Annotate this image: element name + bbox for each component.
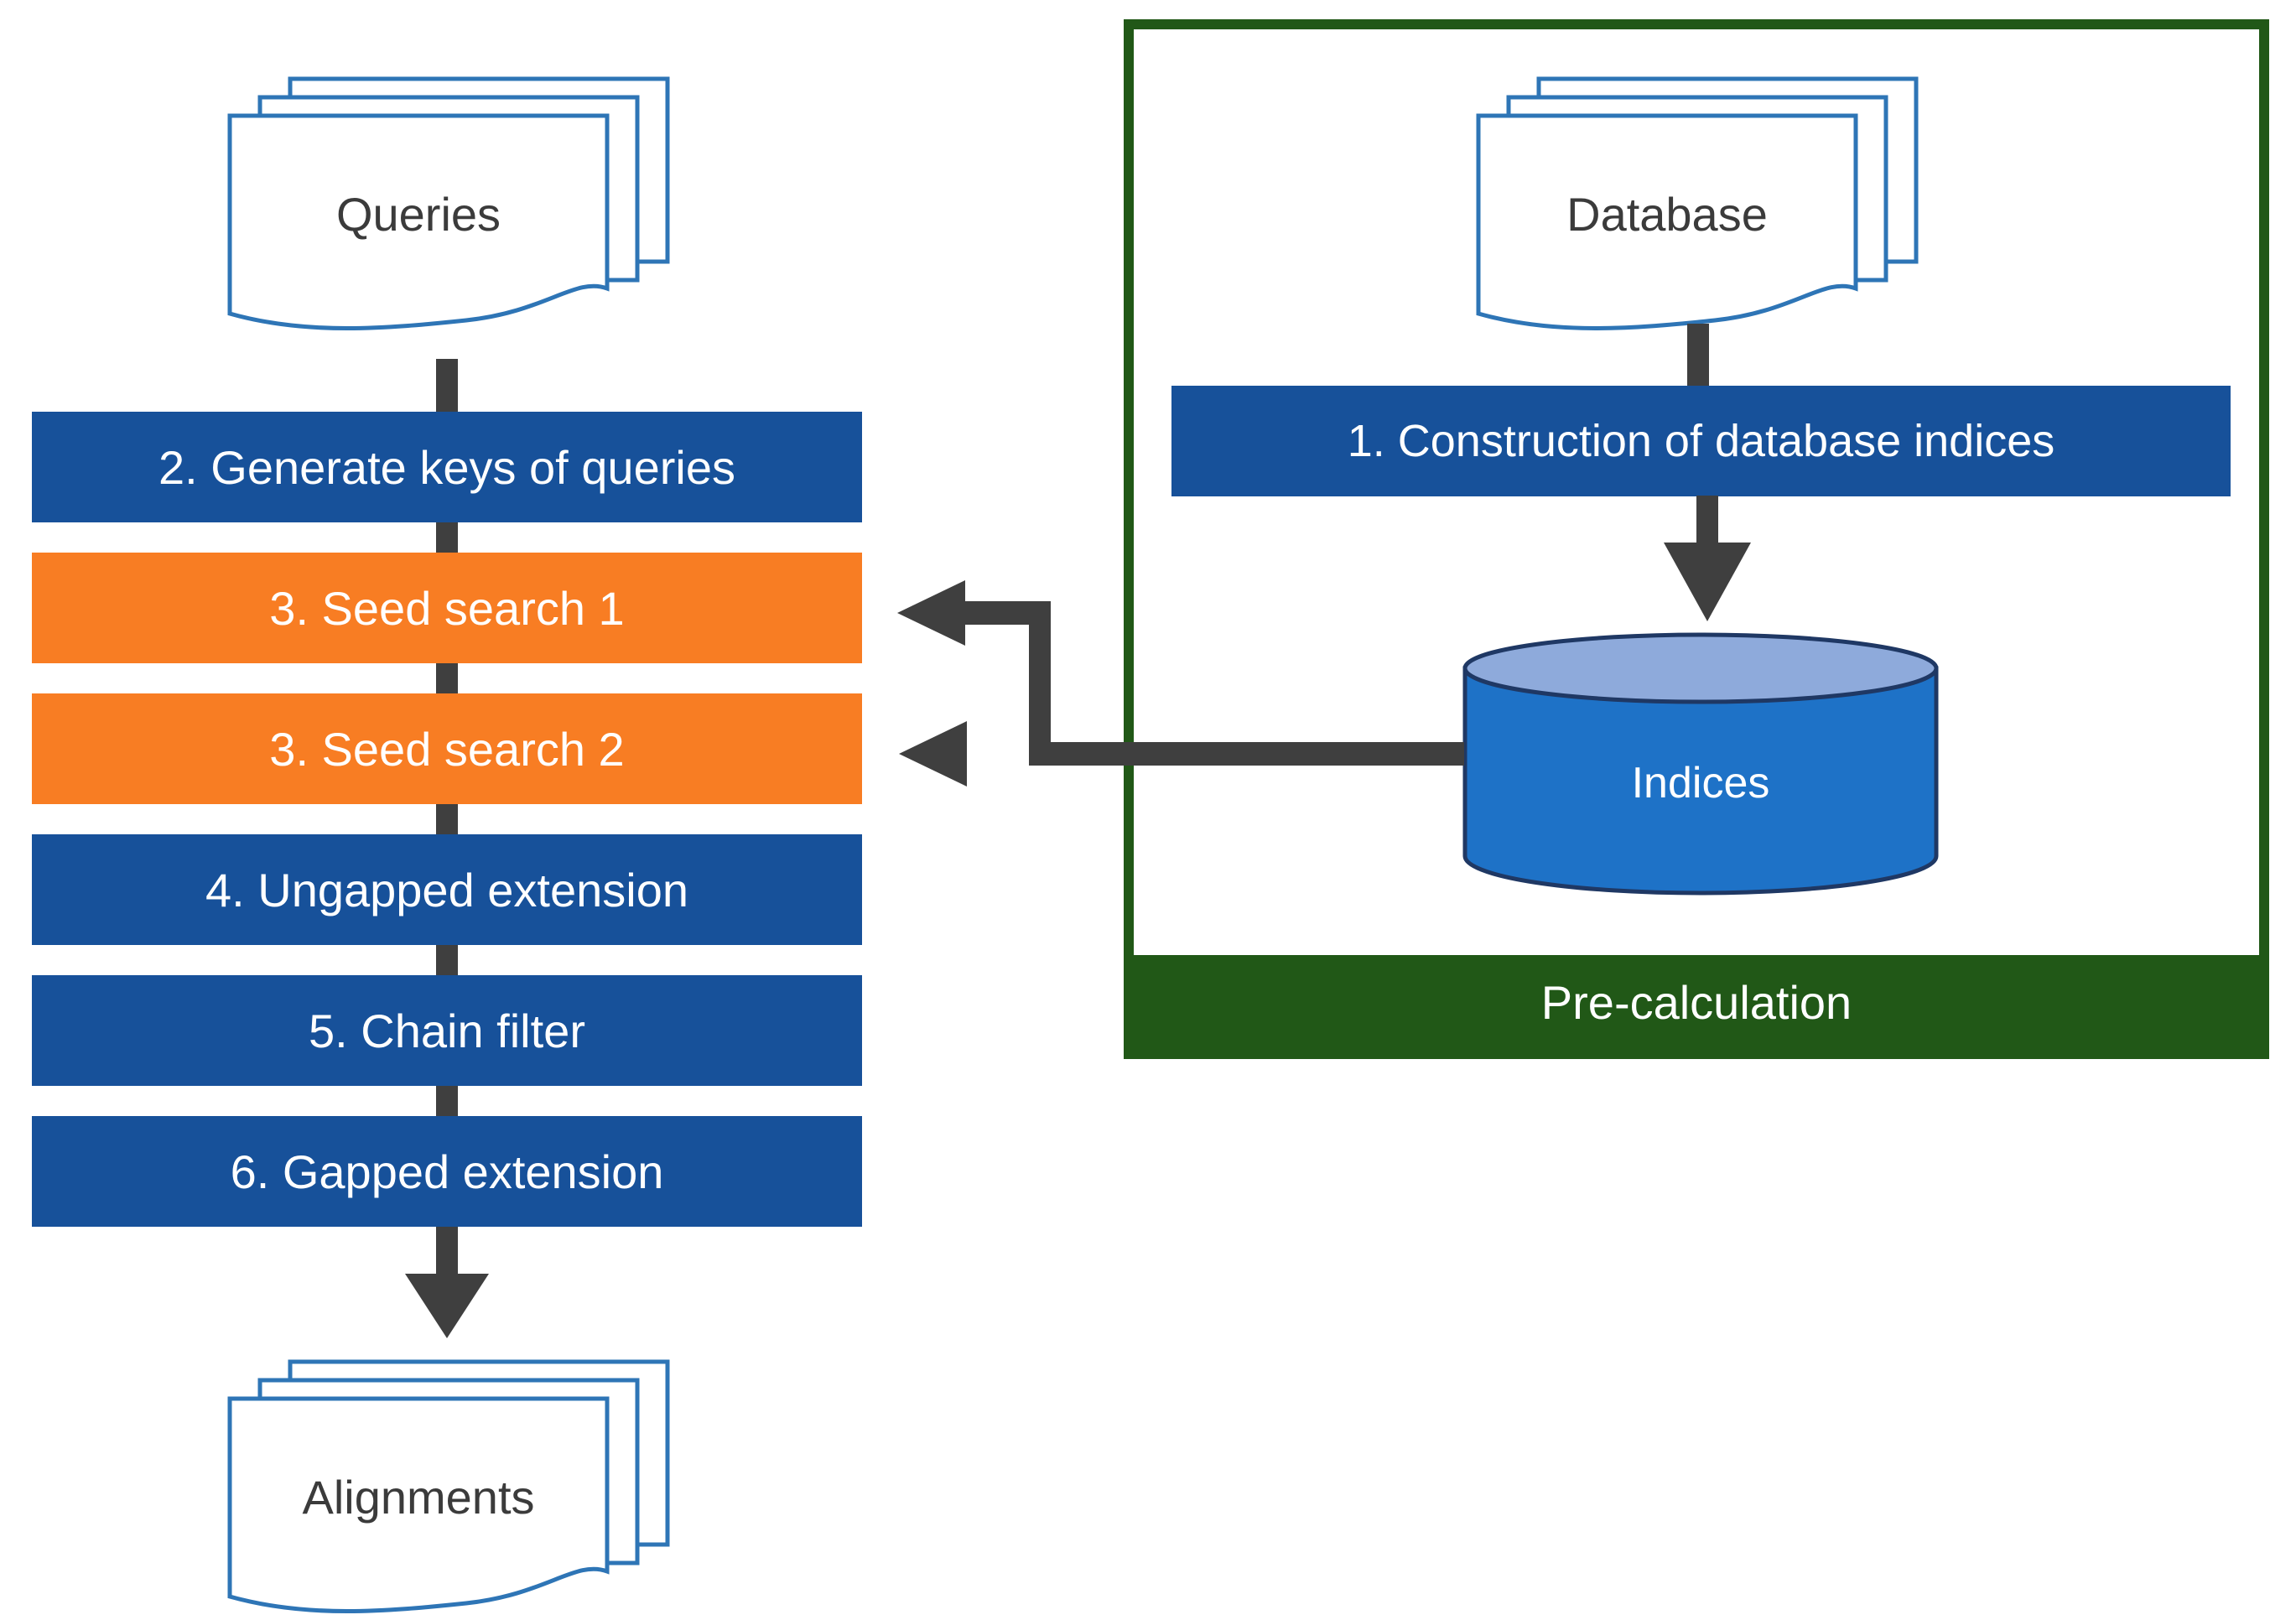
alignments-doc-icon: Alignments	[227, 1359, 670, 1613]
indices-label: Indices	[1632, 759, 1770, 807]
indices-cylinder-icon: Indices	[1462, 632, 1939, 896]
arrowhead-seed-search-2	[899, 721, 967, 787]
pre-calculation-group-box: Pre-calculation	[1124, 19, 2269, 1059]
doc-page-front	[227, 113, 610, 330]
indices-to-seed-search-arrows-icon	[897, 580, 1464, 787]
step-ungapped-extension: 4. Ungapped extension	[32, 834, 862, 945]
database-to-step1-connector	[1687, 324, 1709, 387]
pre-calculation-title-bar: Pre-calculation	[1134, 955, 2259, 1049]
cylinder-top	[1462, 632, 1939, 704]
cylinder-body	[1462, 666, 1939, 896]
down-arrowhead-icon	[405, 1274, 489, 1338]
step-chain-filter: 5. Chain filter	[32, 975, 862, 1086]
step-seed-search-1: 3. Seed search 1	[32, 553, 862, 663]
pre-calculation-label: Pre-calculation	[1540, 975, 1852, 1029]
queries-label: Queries	[336, 188, 501, 241]
arrowhead-seed-search-1	[897, 580, 965, 646]
step-gapped-extension: 6. Gapped extension	[32, 1116, 862, 1227]
step-construction-of-indices: 1. Construction of database indices	[1171, 386, 2231, 496]
step-seed-search-2: 3. Seed search 2	[32, 693, 862, 804]
doc-page-front	[227, 1396, 610, 1613]
alignments-label: Alignments	[302, 1471, 534, 1524]
database-label: Database	[1566, 188, 1768, 241]
queries-doc-icon: Queries	[227, 76, 670, 330]
step-generate-keys: 2. Generate keys of queries	[32, 412, 862, 522]
doc-page-front	[1476, 113, 1858, 330]
database-doc-icon: Database	[1476, 76, 1919, 330]
step1-to-indices-arrow-icon	[1664, 496, 1751, 621]
